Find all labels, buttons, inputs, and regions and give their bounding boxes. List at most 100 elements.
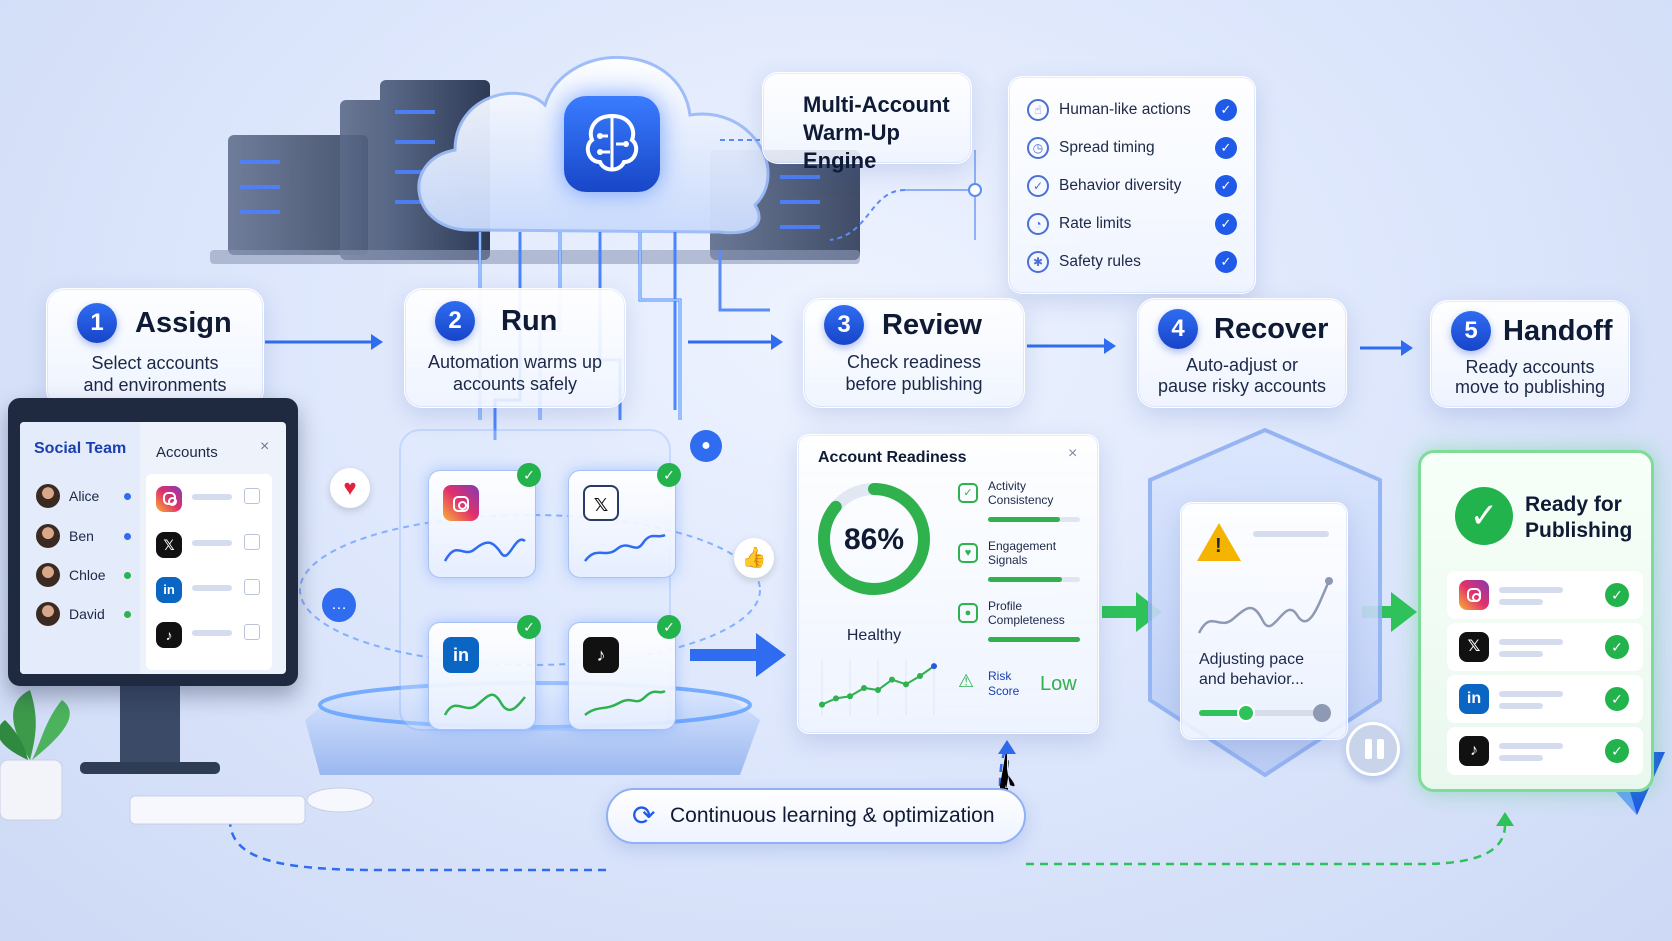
recover-text-line1: Adjusting pace (1199, 651, 1304, 669)
trend-point (847, 693, 853, 699)
step-title: Recover (1214, 313, 1328, 346)
user-icon: ● (690, 430, 722, 462)
readiness-score: 86% (814, 523, 934, 557)
slider-end-knob (1313, 704, 1331, 722)
metric-label-line1: Profile (988, 599, 1022, 613)
chat-icon: … (322, 588, 356, 622)
placeholder-line (1499, 651, 1543, 657)
metric-bar (988, 517, 1080, 522)
x-icon: 𝕏 (156, 532, 182, 558)
check-icon: ✓ (517, 615, 541, 639)
avatar (36, 524, 60, 548)
placeholder-line (192, 540, 232, 546)
handoff-title-line1: Ready for (1525, 493, 1622, 517)
badge-check-icon: ✓ (1027, 175, 1049, 197)
metric-bar-fill (988, 517, 1060, 522)
close-icon[interactable]: × (260, 438, 269, 456)
engine-title-line1: Multi-Account (803, 91, 971, 119)
placeholder-line (1253, 531, 1329, 537)
recover-card: ! Adjusting pace and behavior... (1180, 502, 1348, 740)
feature-label: Safety rules (1059, 253, 1215, 271)
step-recover-card: 4 Recover Auto-adjust or pause risky acc… (1137, 298, 1347, 408)
tiktok-icon: ♪ (156, 622, 182, 648)
timer-icon: ◷ (1027, 137, 1049, 159)
account-checkbox[interactable] (244, 488, 260, 504)
trend-point (917, 673, 923, 679)
step-desc-line2: before publishing (804, 373, 1024, 395)
readiness-status: Healthy (814, 627, 934, 645)
tiktok-tile: ♪ ✓ (568, 622, 676, 730)
account-readiness-panel: Account Readiness × 86% Healthy ✓ Activi… (797, 434, 1099, 734)
recover-text-line2: and behavior... (1199, 671, 1304, 689)
feature-checklist: ☝ Human-like actions ✓ ◷ Spread timing ✓… (1008, 76, 1256, 294)
step-title: Handoff (1503, 315, 1613, 348)
member-name: Alice (69, 488, 99, 504)
status-dot (124, 493, 131, 500)
feature-label: Rate limits (1059, 215, 1215, 233)
pace-slider[interactable] (1199, 710, 1323, 716)
account-checkbox[interactable] (244, 534, 260, 550)
team-member[interactable]: Chloe (36, 563, 106, 587)
placeholder-line (192, 585, 232, 591)
metric-label-line2: Completeness (988, 613, 1065, 627)
account-checkbox[interactable] (244, 579, 260, 595)
placeholder-line (1499, 599, 1543, 605)
metric-label-line1: Engagement (988, 539, 1056, 553)
step-desc-line1: Check readiness (804, 351, 1024, 373)
check-icon: ✓ (657, 463, 681, 487)
linkedin-icon: in (1459, 684, 1489, 714)
step-number: 1 (77, 303, 117, 343)
team-panel: Social Team Alice Ben Chloe David (20, 422, 140, 674)
risk-label-line2: Score (988, 684, 1019, 698)
check-icon: ✓ (517, 463, 541, 487)
team-member[interactable]: Alice (36, 484, 99, 508)
step-desc-line2: accounts safely (405, 373, 625, 395)
step-desc-line2: and environments (47, 374, 263, 396)
avatar (36, 602, 60, 626)
feature-row: ◔ Rate limits ✓ (1027, 209, 1237, 239)
placeholder-line (1499, 703, 1543, 709)
status-dot (124, 572, 131, 579)
step-review-card: 3 Review Check readiness before publishi… (803, 298, 1025, 408)
team-member[interactable]: David (36, 602, 105, 626)
team-member[interactable]: Ben (36, 524, 94, 548)
activity-icon: ✓ (958, 483, 978, 503)
step-desc-line2: move to publishing (1431, 376, 1629, 398)
step-title: Run (501, 305, 557, 338)
step-number: 5 (1451, 311, 1491, 351)
pace-chart (1197, 573, 1333, 643)
feature-row: ◷ Spread timing ✓ (1027, 133, 1237, 163)
tiktok-icon: ♪ (583, 637, 619, 673)
clock-icon: ◔ (1027, 213, 1049, 235)
status-dot (124, 611, 131, 618)
trend-point (819, 702, 825, 708)
instagram-icon (443, 485, 479, 521)
placeholder-line (1499, 639, 1563, 645)
heart-icon: ♥ (330, 468, 370, 508)
linkedin-icon: in (443, 637, 479, 673)
placeholder-line (192, 494, 232, 500)
placeholder-line (1499, 743, 1563, 749)
member-name: Chloe (69, 567, 106, 583)
step-desc-line2: pause risky accounts (1138, 375, 1346, 397)
trend-chart (818, 657, 944, 723)
instagram-icon (1459, 580, 1489, 610)
engine-title-line2: Warm-Up Engine (803, 119, 971, 175)
trend-point (875, 687, 881, 693)
publish-row: 𝕏 ✓ (1447, 623, 1643, 671)
trend-point (931, 663, 937, 669)
status-dot (124, 533, 131, 540)
slider-knob[interactable] (1237, 704, 1255, 722)
step-run-card: 2 Run Automation warms up accounts safel… (404, 288, 626, 408)
refresh-icon: ⟳ (632, 802, 655, 830)
avatar (36, 563, 60, 587)
engine-label-card: Multi-Account Warm-Up Engine (762, 72, 972, 164)
feature-label: Spread timing (1059, 139, 1215, 157)
account-checkbox[interactable] (244, 624, 260, 640)
metric-bar-fill (988, 577, 1062, 582)
feature-row: ✱ Safety rules ✓ (1027, 247, 1237, 277)
check-icon: ✓ (1605, 635, 1629, 659)
trend-point (903, 681, 909, 687)
pause-button[interactable] (1346, 722, 1400, 776)
close-icon[interactable]: × (1068, 445, 1077, 463)
